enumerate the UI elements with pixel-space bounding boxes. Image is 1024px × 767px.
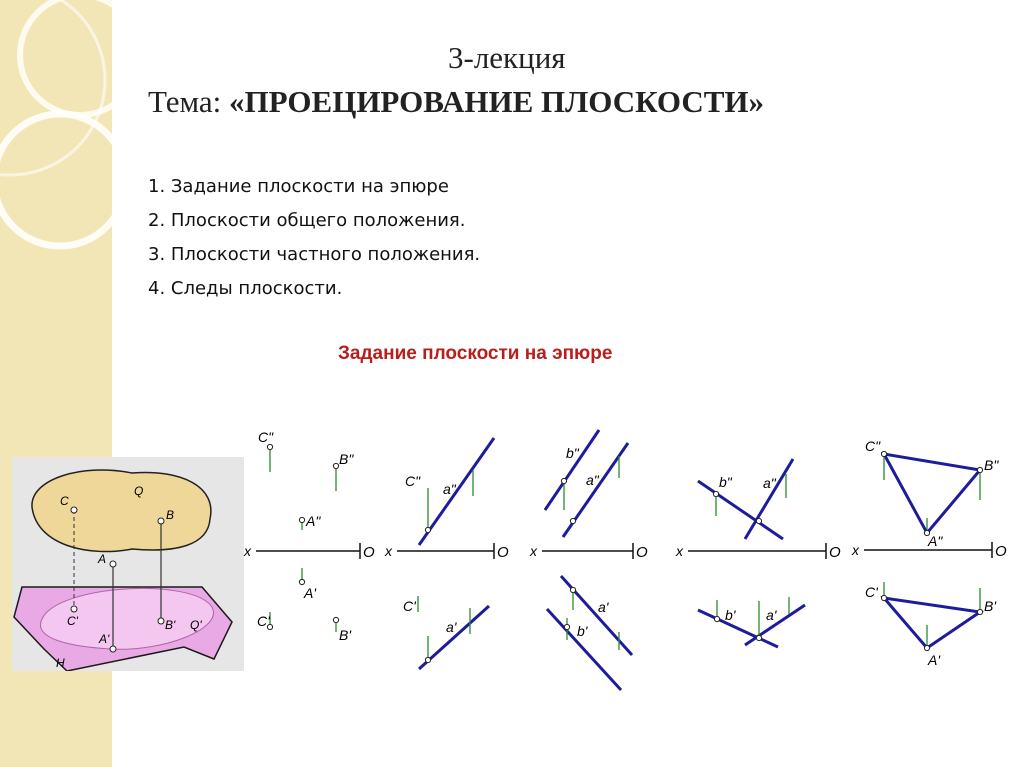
label-c2: C" <box>258 429 274 445</box>
line-a1 <box>744 603 806 647</box>
line-a2 <box>561 442 630 538</box>
point-a2 <box>298 516 306 524</box>
label-c1: C' <box>257 613 271 629</box>
label-b: B <box>166 508 174 522</box>
point-b2 <box>976 466 984 474</box>
point-c2 <box>880 450 888 458</box>
label-c1: C' <box>865 584 879 600</box>
label-a2: a" <box>763 475 777 491</box>
toc-item: 4. Следы плоскости. <box>148 278 343 299</box>
point-a1 <box>298 578 306 586</box>
toc-item: 3. Плоскости частного положения. <box>148 244 481 265</box>
line-b1 <box>697 608 779 649</box>
label-b2: b" <box>719 474 733 490</box>
axis-x-label: x <box>529 543 538 559</box>
point-b <box>157 517 165 525</box>
plane-q-projection <box>39 587 214 650</box>
axis-x-label: x <box>675 543 684 559</box>
point-b1 <box>713 615 721 623</box>
point-c1 <box>424 656 432 664</box>
point-c2 <box>266 443 274 451</box>
label-c2: C" <box>865 438 881 454</box>
label-h: H <box>56 656 65 670</box>
plane-3d-illustration: Q C B A C' B' A' Q' H <box>12 457 244 672</box>
label-c2: C" <box>405 473 421 489</box>
point-c <box>70 506 78 514</box>
line-a2 <box>743 458 795 540</box>
point-a1 <box>569 586 577 594</box>
axis-o-label: O <box>829 544 841 561</box>
point-b2 <box>332 462 340 470</box>
label-a1: a' <box>598 599 610 615</box>
table-of-contents: 1. Задание плоскости на эпюре 2. Плоскос… <box>148 170 480 306</box>
label-a2: a" <box>443 481 457 497</box>
label-c: C <box>60 494 69 508</box>
axis-x-label: x <box>384 543 393 559</box>
point-b1 <box>157 617 165 625</box>
label-b1: b' <box>725 607 737 623</box>
plane-q <box>31 469 212 553</box>
label-b1: B' <box>984 598 997 614</box>
line-a1 <box>559 574 634 657</box>
label-a1: a' <box>766 607 778 623</box>
line-ca1 <box>417 604 491 671</box>
line-b2 <box>697 479 784 541</box>
label-b2: b" <box>566 445 580 461</box>
point-b1 <box>563 623 571 631</box>
subtitle-topic: «ПРОЕЦИРОВАНИЕ ПЛОСКОСТИ» <box>229 84 765 119</box>
point-a2 <box>569 517 577 525</box>
axis-o-label: O <box>497 544 509 561</box>
point-a1 <box>109 645 117 653</box>
label-a1: A' <box>98 632 110 646</box>
section-heading: Задание плоскости на эпюре <box>338 343 613 364</box>
point-a1 <box>755 634 763 642</box>
label-b1: b' <box>577 623 589 639</box>
plane-3d-drawing: Q C B A C' B' A' Q' H <box>13 469 233 672</box>
label-q1: Q' <box>190 618 202 632</box>
label-a2: A" <box>927 533 943 549</box>
label-b1: B' <box>339 627 352 643</box>
point-a <box>109 560 117 568</box>
label-b1: B' <box>165 618 176 632</box>
decorative-circles <box>0 0 130 250</box>
point-b1 <box>332 616 340 624</box>
line-ca2 <box>417 437 496 546</box>
triangle-cba2 <box>881 452 983 536</box>
line-b1 <box>545 607 623 692</box>
axis-o-label: O <box>995 543 1007 560</box>
axis-o-label: O <box>636 544 648 561</box>
point-c1 <box>880 594 888 602</box>
line-b2 <box>543 429 601 511</box>
label-c1: C' <box>67 614 79 628</box>
axis-x-label: x <box>851 542 860 558</box>
lecture-title: 3-лекция <box>448 40 566 75</box>
point-b2 <box>712 490 720 498</box>
point-c1 <box>70 605 78 613</box>
axis-o-label: O <box>363 544 375 561</box>
toc-item: 1. Задание плоскости на эпюре <box>148 176 449 197</box>
label-c1: C' <box>403 598 417 614</box>
point-b2 <box>560 477 568 485</box>
point-c1 <box>266 623 274 631</box>
axis-x-label: x <box>243 543 252 559</box>
triangle-cba1 <box>880 595 985 650</box>
point-a2 <box>923 529 931 537</box>
toc-item: 2. Плоскости общего положения. <box>148 210 466 231</box>
epure-points: x O C" B" A" A' C' B' x O C" a" <box>243 429 1007 692</box>
point-b1 <box>976 608 984 616</box>
label-a2: a" <box>586 472 600 488</box>
label-a1: a' <box>446 619 458 635</box>
label-a: A <box>97 552 106 566</box>
subtitle-prefix: Тема: <box>148 84 230 119</box>
label-a1: A' <box>927 652 941 668</box>
label-q: Q <box>134 484 143 498</box>
point-c2 <box>424 526 432 534</box>
label-a2: A" <box>305 513 321 529</box>
label-b2: B" <box>339 451 354 467</box>
label-b2: B" <box>984 457 999 473</box>
point-a1 <box>923 644 931 652</box>
lecture-subtitle: Тема: «ПРОЕЦИРОВАНИЕ ПЛОСКОСТИ» <box>148 84 764 120</box>
label-a1: A' <box>303 585 317 601</box>
point-a2 <box>755 517 763 525</box>
